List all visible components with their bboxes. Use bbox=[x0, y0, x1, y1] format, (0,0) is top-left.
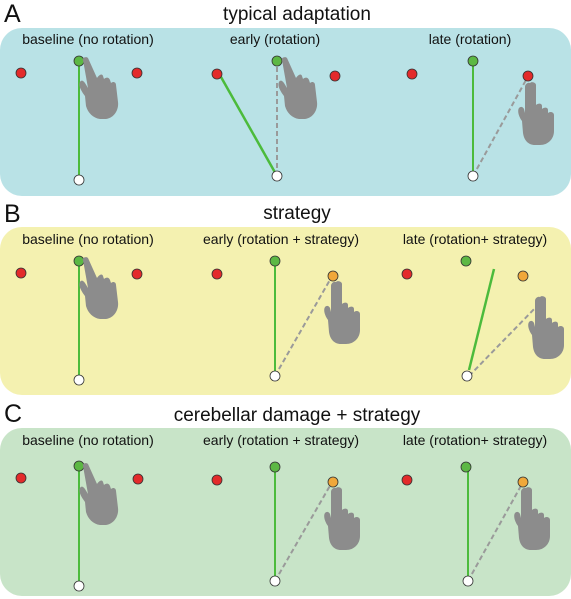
red-target-right bbox=[131, 268, 143, 280]
start-circle bbox=[461, 370, 473, 382]
red-target-left bbox=[15, 472, 27, 484]
panel-a-late-diagram bbox=[406, 55, 554, 182]
green-target bbox=[271, 55, 283, 67]
start-circle bbox=[269, 370, 281, 382]
panel-c-title: cerebellar damage + strategy bbox=[173, 405, 421, 426]
panel-b-baseline-diagram bbox=[15, 255, 143, 386]
panel-b-late-diagram bbox=[401, 255, 564, 382]
green-target bbox=[73, 460, 85, 472]
orange-target bbox=[517, 270, 529, 282]
panel-b-baseline-label: baseline (no rotation) bbox=[22, 231, 154, 247]
orange-target bbox=[327, 270, 339, 282]
start-circle bbox=[73, 174, 85, 186]
dashed-trajectory bbox=[472, 79, 527, 177]
panel-b-early-label: early (rotation + strategy) bbox=[202, 231, 360, 247]
panel-a-baseline-label: baseline (no rotation) bbox=[22, 31, 154, 47]
panel-c-early-diagram bbox=[211, 461, 360, 587]
hand-icon bbox=[518, 82, 554, 145]
panel-c-early-label: early (rotation + strategy) bbox=[202, 432, 360, 448]
hand-icon bbox=[278, 57, 318, 119]
panel-b-title: strategy bbox=[263, 203, 331, 224]
green-target bbox=[73, 255, 85, 267]
start-circle bbox=[467, 170, 479, 182]
green-target bbox=[460, 255, 472, 267]
orange-target bbox=[517, 476, 529, 488]
green-target bbox=[467, 55, 479, 67]
dashed-trajectory bbox=[467, 483, 523, 582]
hand-icon bbox=[79, 57, 119, 119]
green-trajectory bbox=[219, 76, 279, 177]
green-trajectory bbox=[467, 268, 496, 371]
start-circle bbox=[73, 374, 85, 386]
panel-c-late-diagram bbox=[401, 461, 550, 587]
hand-icon bbox=[324, 281, 360, 344]
start-circle bbox=[269, 575, 281, 587]
panel-c-letter: C bbox=[4, 400, 23, 428]
hand-icon bbox=[514, 487, 550, 550]
panel-a-baseline-diagram bbox=[15, 55, 143, 186]
red-target-right bbox=[522, 70, 534, 82]
red-target-right bbox=[329, 70, 341, 82]
panel-b-letter: B bbox=[4, 200, 21, 228]
orange-target bbox=[327, 476, 339, 488]
red-target-left bbox=[15, 267, 27, 279]
panel-a-early-diagram bbox=[211, 55, 341, 182]
green-target bbox=[460, 461, 472, 473]
panel-b-early-diagram bbox=[211, 255, 360, 382]
green-target bbox=[269, 255, 281, 267]
panel-c-late-label: late (rotation+ strategy) bbox=[402, 432, 548, 448]
panel-b-late-label: late (rotation+ strategy) bbox=[402, 231, 548, 247]
hand-icon bbox=[79, 257, 119, 319]
red-target-left bbox=[401, 268, 413, 280]
red-target-left bbox=[211, 474, 223, 486]
dashed-trajectory bbox=[468, 302, 541, 377]
panel-a-early-label: early (rotation) bbox=[229, 31, 321, 47]
hand-icon bbox=[324, 487, 360, 550]
panel-a-letter: A bbox=[4, 0, 21, 28]
hand-icon bbox=[79, 463, 119, 525]
red-target-left bbox=[15, 67, 27, 79]
red-target-left bbox=[211, 268, 223, 280]
red-target-left bbox=[211, 68, 223, 80]
start-circle bbox=[271, 170, 283, 182]
red-target-right bbox=[132, 473, 144, 485]
start-circle bbox=[462, 575, 474, 587]
green-target bbox=[269, 461, 281, 473]
red-target-left bbox=[406, 68, 418, 80]
dashed-trajectory bbox=[274, 483, 332, 582]
green-target bbox=[73, 55, 85, 67]
hand-icon bbox=[528, 296, 564, 359]
start-circle bbox=[73, 580, 85, 592]
panel-c-baseline-label: baseline (no rotation) bbox=[22, 432, 154, 448]
panel-c-baseline-diagram bbox=[15, 460, 144, 592]
red-target-right bbox=[131, 67, 143, 79]
red-target-left bbox=[401, 474, 413, 486]
panel-a-late-label: late (rotation) bbox=[428, 31, 512, 47]
panel-a-title: typical adaptation bbox=[223, 4, 371, 25]
dashed-trajectory bbox=[274, 277, 332, 377]
